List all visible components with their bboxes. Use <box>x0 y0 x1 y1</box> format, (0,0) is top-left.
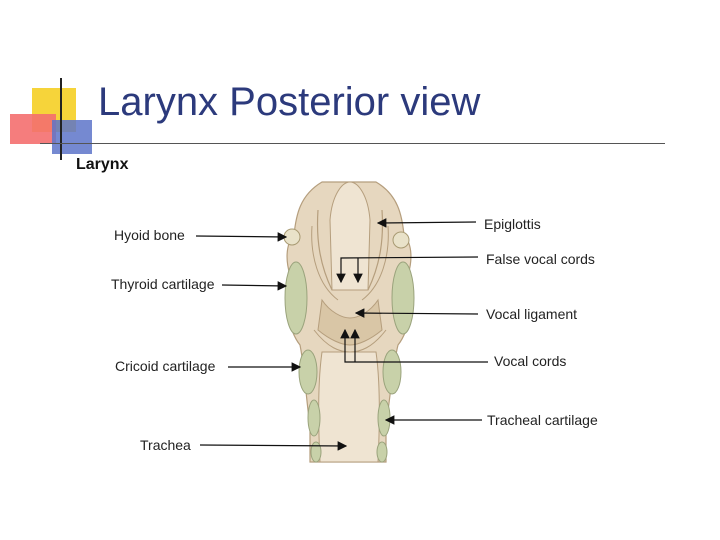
leader-lines <box>195 218 488 451</box>
decor-blue-square <box>52 120 92 154</box>
decor-red-square <box>10 114 56 144</box>
title-underline <box>40 143 665 144</box>
label-vocal-ligament: Vocal ligament <box>486 306 578 322</box>
slide-title: Larynx Posterior view <box>98 80 481 124</box>
decor-vertical-line <box>60 78 62 160</box>
label-trachea: Trachea <box>140 437 191 453</box>
label-hyoid-bone: Hyoid bone <box>114 227 185 243</box>
cartilage-pieces <box>283 228 415 463</box>
label-tracheal-cartilage: Tracheal cartilage <box>487 412 598 428</box>
figure-heading: Larynx <box>76 156 129 173</box>
label-vocal-cords: Vocal cords <box>494 353 567 369</box>
label-cricoid-cartilage: Cricoid cartilage <box>115 358 216 374</box>
label-thyroid-cartilage: Thyroid cartilage <box>111 276 215 292</box>
label-epiglottis: Epiglottis <box>484 216 541 232</box>
larynx-body <box>286 181 412 463</box>
label-false-vocal-cords: False vocal cords <box>486 251 595 267</box>
